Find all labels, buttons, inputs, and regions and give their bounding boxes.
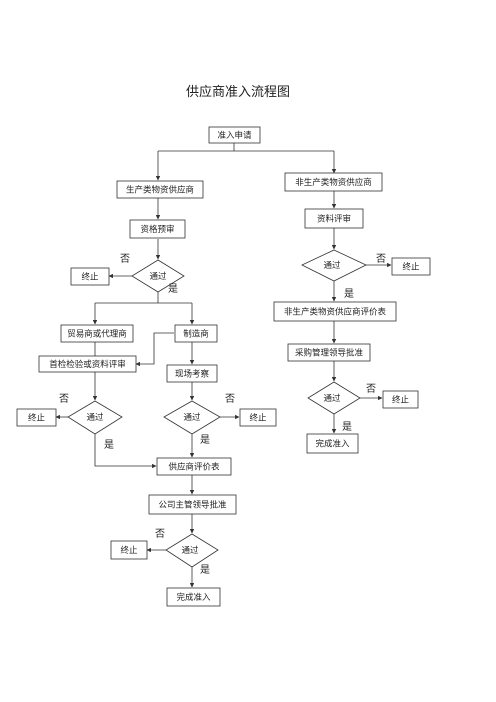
process-node-apply: 准入申请 — [208, 126, 261, 144]
process-node-executive-approval: 公司主管领导批准 — [148, 494, 237, 515]
node-label: 终止 — [28, 413, 46, 424]
no-label: 否 — [120, 253, 130, 265]
node-label: 完成准入 — [176, 592, 211, 603]
process-node-document-review: 资料评审 — [304, 208, 364, 229]
yes-label: 是 — [342, 421, 352, 433]
node-label: 制造商 — [183, 329, 209, 340]
yes-label: 是 — [168, 283, 178, 295]
decision-node-site: 通过 — [163, 400, 221, 435]
terminal-node-terminate-np2: 终止 — [382, 390, 419, 409]
process-node-evaluation-form: 供应商评价表 — [156, 457, 232, 476]
node-label: 非生产类物资供应商评价表 — [284, 307, 387, 318]
node-label: 准入申请 — [217, 130, 252, 141]
process-node-site-visit: 现场考察 — [166, 364, 218, 383]
node-label: 终止 — [392, 395, 410, 406]
terminal-node-complete-np: 完成准入 — [306, 433, 359, 454]
decision-label: 通过 — [149, 271, 167, 282]
decision-node-np: 通过 — [301, 249, 367, 282]
decision-label: 通过 — [323, 260, 341, 271]
yes-label: 是 — [104, 439, 114, 451]
process-node-np-evaluation-form: 非生产类物资供应商评价表 — [273, 301, 397, 322]
node-label: 公司主管领导批准 — [158, 500, 227, 511]
decision-label: 通过 — [183, 412, 201, 423]
no-label: 否 — [59, 393, 69, 405]
decision-node-trader: 通过 — [67, 400, 123, 435]
no-label: 否 — [155, 528, 165, 540]
terminal-node-terminate-final: 终止 — [110, 540, 148, 560]
node-label: 非生产类物资供应商 — [295, 177, 372, 188]
process-node-manufacturer: 制造商 — [174, 324, 218, 343]
node-label: 贸易商或代理商 — [67, 329, 127, 340]
yes-label: 是 — [200, 564, 210, 576]
process-node-procurement-approval: 采购管理领导批准 — [287, 343, 371, 362]
node-label: 现场考察 — [175, 369, 210, 380]
node-label: 终止 — [81, 272, 99, 283]
node-label: 终止 — [249, 413, 267, 424]
process-node-production: 生产类物资供应商 — [116, 180, 204, 199]
decision-label: 通过 — [86, 412, 104, 423]
connectors — [55, 142, 392, 588]
yes-label: 是 — [344, 288, 354, 300]
node-label: 资料评审 — [317, 214, 351, 225]
process-node-qualification-review: 资格预审 — [129, 219, 186, 239]
terminal-node-complete-final: 完成准入 — [166, 587, 221, 607]
node-label: 采购管理领导批准 — [295, 348, 364, 359]
node-label: 供应商评价表 — [168, 462, 220, 473]
decision-node-np2: 通过 — [307, 381, 361, 415]
no-label: 否 — [376, 253, 386, 265]
node-label: 资格预审 — [140, 224, 174, 235]
no-label: 否 — [366, 383, 376, 395]
edge-labels: 否 是 否 是 否 是 否 是 否 是 否 是 — [59, 253, 386, 576]
terminal-node-terminate-site: 终止 — [239, 408, 277, 427]
decision-label: 通过 — [181, 545, 199, 556]
process-node-first-inspection: 首检检验或资料评审 — [38, 355, 137, 373]
decision-node-final: 通过 — [165, 533, 219, 568]
no-label: 否 — [225, 393, 235, 405]
decision-label: 通过 — [323, 393, 341, 404]
node-label: 终止 — [402, 262, 420, 273]
page-title: 供应商准入流程图 — [186, 84, 290, 100]
process-node-non-production: 非生产类物资供应商 — [284, 172, 383, 192]
terminal-node-terminate-1: 终止 — [70, 267, 110, 286]
process-node-trader: 贸易商或代理商 — [60, 324, 134, 343]
yes-label: 是 — [200, 434, 210, 446]
terminal-node-terminate-trader: 终止 — [16, 408, 57, 427]
node-label: 完成准入 — [315, 439, 350, 450]
node-label: 首检检验或资料评审 — [49, 359, 126, 370]
decision-node-1: 通过 — [131, 259, 185, 293]
node-label: 终止 — [120, 545, 138, 556]
terminal-node-terminate-np: 终止 — [391, 257, 431, 276]
node-label: 生产类物资供应商 — [126, 185, 194, 196]
